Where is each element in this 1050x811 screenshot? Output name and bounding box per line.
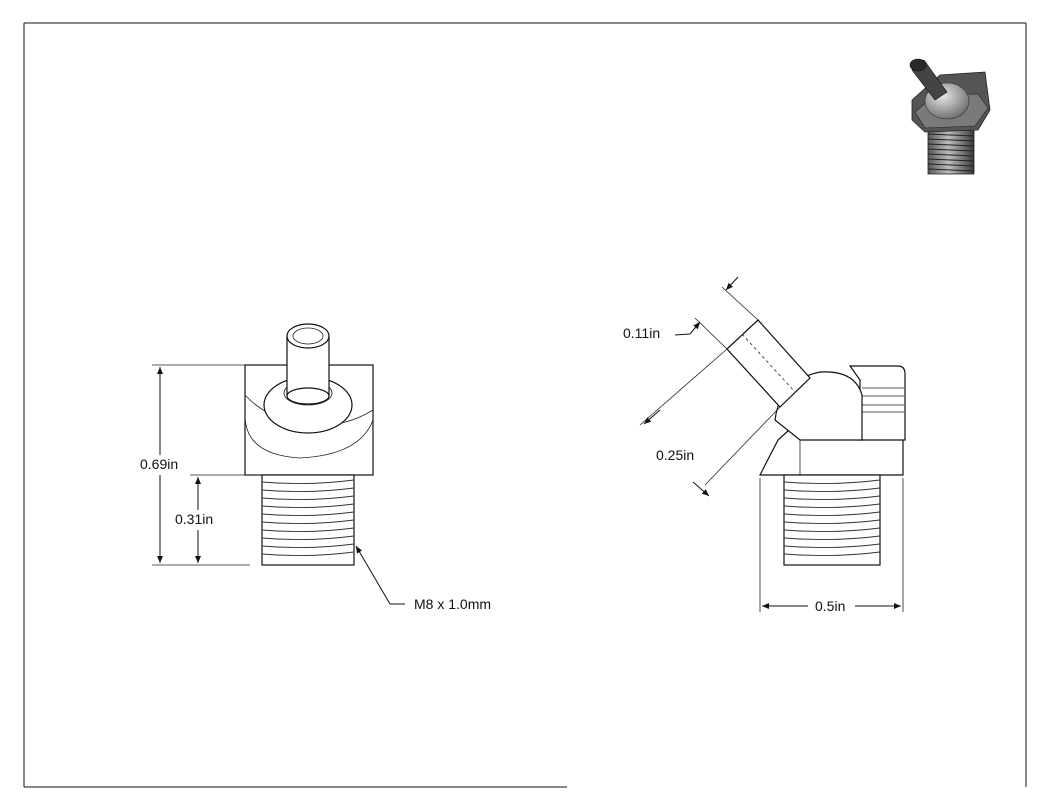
- side-upper-body: [848, 365, 906, 441]
- front-tube-bore: [292, 327, 324, 345]
- dim-thread-length: 0.31in: [175, 511, 213, 527]
- front-thread: [261, 474, 355, 566]
- side-thread: [783, 474, 881, 566]
- side-tube: [726, 319, 811, 408]
- dim-tube-diameter: 0.11in: [623, 325, 660, 341]
- dim-overall-height: 0.69in: [140, 456, 178, 472]
- sheet-border: [23, 22, 1027, 788]
- dim-overall-width: 0.5in: [815, 598, 845, 614]
- side-thread-lines: [783, 479, 881, 557]
- thread-callout: M8 x 1.0mm: [414, 596, 491, 612]
- front-tube-base: [286, 387, 330, 405]
- front-body-shadow: [244, 414, 374, 459]
- side-view: 0.11in 0.25in 0.5in: [623, 276, 906, 614]
- isometric-preview: [909, 58, 991, 175]
- front-view: 0.69in 0.31in M8 x 1.0mm: [140, 323, 491, 612]
- dim-tube-length: 0.25in: [656, 447, 694, 463]
- front-thread-lines: [261, 479, 355, 557]
